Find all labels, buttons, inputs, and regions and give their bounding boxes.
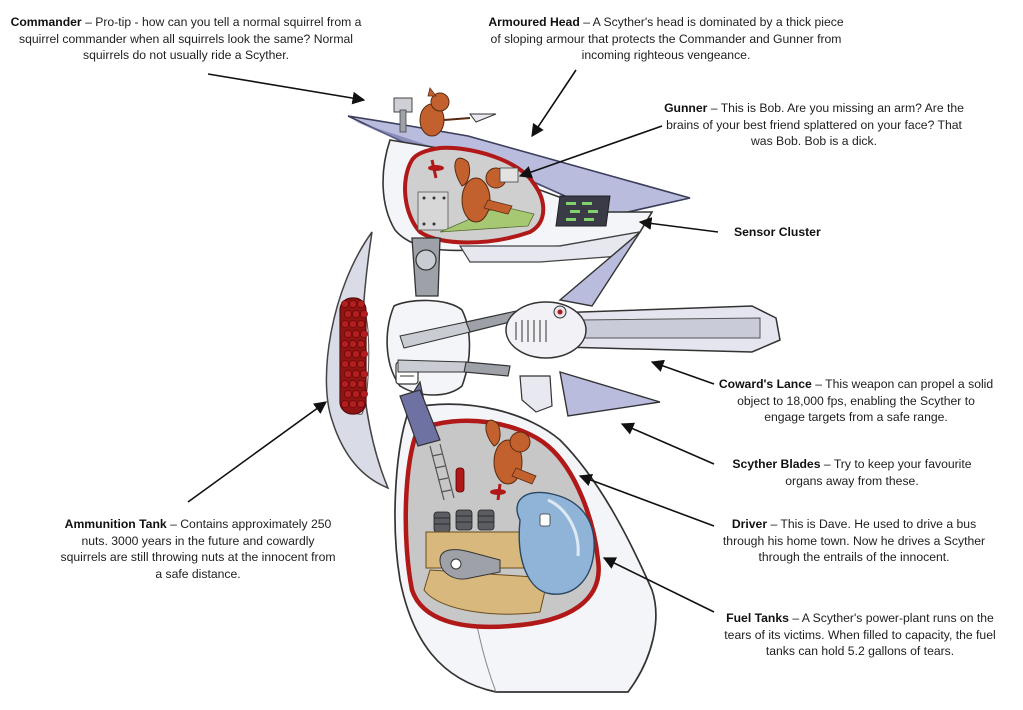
nut (341, 320, 349, 328)
label-cowards-lance-title: Coward's Lance (718, 377, 812, 391)
nut (360, 310, 368, 318)
nut (357, 400, 365, 408)
driver-cockpit (403, 418, 601, 630)
label-sensor-cluster-title: Sensor Cluster (734, 225, 821, 239)
nut (349, 340, 357, 348)
nut (344, 330, 352, 338)
nut (341, 300, 349, 308)
nut (360, 390, 368, 398)
upper-blade (558, 231, 641, 307)
arrow-gunner (518, 125, 663, 179)
label-commander-desc: – Pro-tip - how can you tell a normal sq… (19, 15, 362, 63)
label-fuel-tanks: Fuel Tanks – A Scyther's power-plant run… (718, 610, 1002, 660)
nut (352, 310, 360, 318)
arrow-cowards-lance (650, 359, 715, 385)
nut (357, 340, 365, 348)
label-commander-title: Commander (10, 15, 82, 29)
nut (341, 400, 349, 408)
nut (352, 390, 360, 398)
nut (341, 340, 349, 348)
nut (344, 370, 352, 378)
label-armoured-head-title: Armoured Head (488, 15, 580, 29)
label-sensor-cluster: Sensor Cluster (734, 224, 874, 241)
hip-joint (399, 389, 441, 447)
label-gunner-title: Gunner (664, 101, 708, 115)
label-armoured-head-desc: – A Scyther's head is dominated by a thi… (490, 15, 844, 63)
cowards-lance (505, 301, 781, 359)
nut (357, 380, 365, 388)
lower-blade (519, 371, 661, 417)
nut (349, 300, 357, 308)
nut (357, 320, 365, 328)
label-commander: Commander – Pro-tip - how can you tell a… (6, 14, 366, 64)
arrow-sensor-cluster (638, 217, 719, 233)
arrow-commander (207, 73, 366, 105)
label-scyther-blades-title: Scyther Blades (732, 457, 821, 471)
label-ammunition-tank-desc: – Contains approximately 250 nuts. 3000 … (60, 517, 336, 581)
label-cowards-lance-desc: – This weapon can propel a solid object … (737, 377, 994, 425)
nut (341, 360, 349, 368)
label-driver: Driver – This is Dave. He used to drive … (718, 516, 990, 566)
nut (341, 380, 349, 388)
arrow-ammunition-tank (187, 401, 328, 503)
arrow-scyther-blades (620, 422, 715, 465)
nut (357, 360, 365, 368)
arrow-armoured-head (531, 69, 577, 138)
nut (344, 390, 352, 398)
gunner-squirrel (454, 157, 519, 223)
label-ammunition-tank-title: Ammunition Tank (64, 517, 167, 531)
label-scyther-blades-desc: – Try to keep your favourite organs away… (785, 457, 972, 488)
label-driver-desc: – This is Dave. He used to drive a bus t… (722, 517, 986, 565)
label-fuel-tanks-desc: – A Scyther's power-plant runs on the te… (724, 611, 996, 659)
nut (360, 370, 368, 378)
nut (349, 400, 357, 408)
label-armoured-head: Armoured Head – A Scyther's head is domi… (484, 14, 848, 64)
nut (352, 350, 360, 358)
label-fuel-tanks-title: Fuel Tanks (726, 611, 789, 625)
label-scyther-blades: Scyther Blades – Try to keep your favour… (718, 456, 986, 489)
label-gunner-desc: – This is Bob. Are you missing an arm? A… (666, 101, 964, 149)
nut (357, 300, 365, 308)
nut (349, 320, 357, 328)
nut (349, 380, 357, 388)
nut (344, 310, 352, 318)
head-cockpit (403, 145, 546, 245)
driver-squirrel (485, 419, 537, 501)
fuel-tanks (516, 491, 595, 595)
label-cowards-lance: Coward's Lance – This weapon can propel … (718, 376, 994, 426)
neck-joint (411, 237, 441, 297)
nut (360, 330, 368, 338)
label-ammunition-tank: Ammunition Tank – Contains approximately… (58, 516, 338, 582)
nut (352, 330, 360, 338)
nut (349, 360, 357, 368)
ammunition-tank-nuts (339, 297, 368, 415)
nut (352, 370, 360, 378)
callout-arrows (187, 69, 719, 613)
arrow-driver (578, 474, 715, 527)
commander-squirrel (393, 87, 497, 137)
nut (360, 350, 368, 358)
arrow-fuel-tanks (602, 557, 715, 613)
nut (344, 350, 352, 358)
label-driver-title: Driver (731, 517, 768, 531)
label-gunner: Gunner – This is Bob. Are you missing an… (664, 100, 964, 150)
